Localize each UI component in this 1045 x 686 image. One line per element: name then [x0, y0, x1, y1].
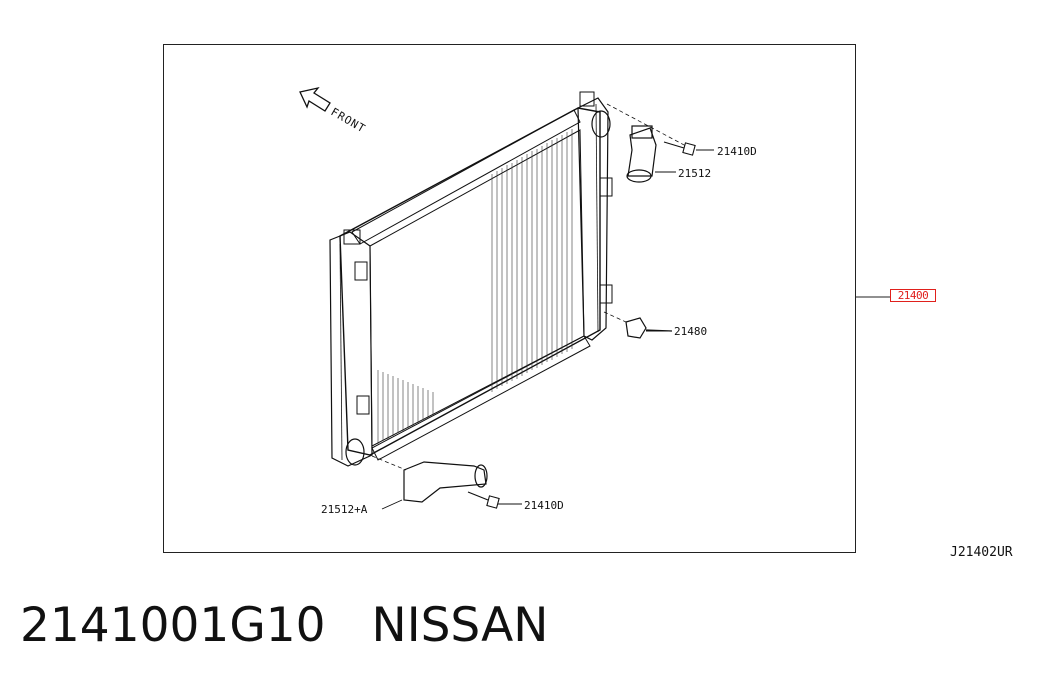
drain-plug — [625, 317, 673, 339]
diagram-frame — [163, 44, 856, 553]
lower-hose — [403, 461, 488, 503]
upper-hose — [626, 125, 657, 183]
callout-upper-hose: 21512 — [678, 167, 711, 180]
radiator-core — [329, 91, 613, 467]
part-number: 2141001G10 — [20, 598, 326, 653]
bolt-lower-icon — [467, 491, 500, 509]
callout-lower-hose: 21512+A — [321, 503, 368, 516]
callout-drain-plug: 21480 — [674, 325, 707, 338]
callout-bolt-upper: 21410D — [717, 145, 757, 158]
front-arrow-icon — [299, 86, 331, 112]
ref-part-label[interactable]: 21400 — [890, 289, 936, 302]
brand-name: NISSAN — [371, 598, 549, 653]
front-label: FRONT — [329, 105, 369, 135]
part-title: 2141001G10 NISSAN — [20, 596, 548, 656]
diagram-code: J21402UR — [950, 545, 1013, 560]
bolt-upper-icon — [663, 141, 696, 156]
callout-bolt-lower: 21410D — [524, 499, 564, 512]
